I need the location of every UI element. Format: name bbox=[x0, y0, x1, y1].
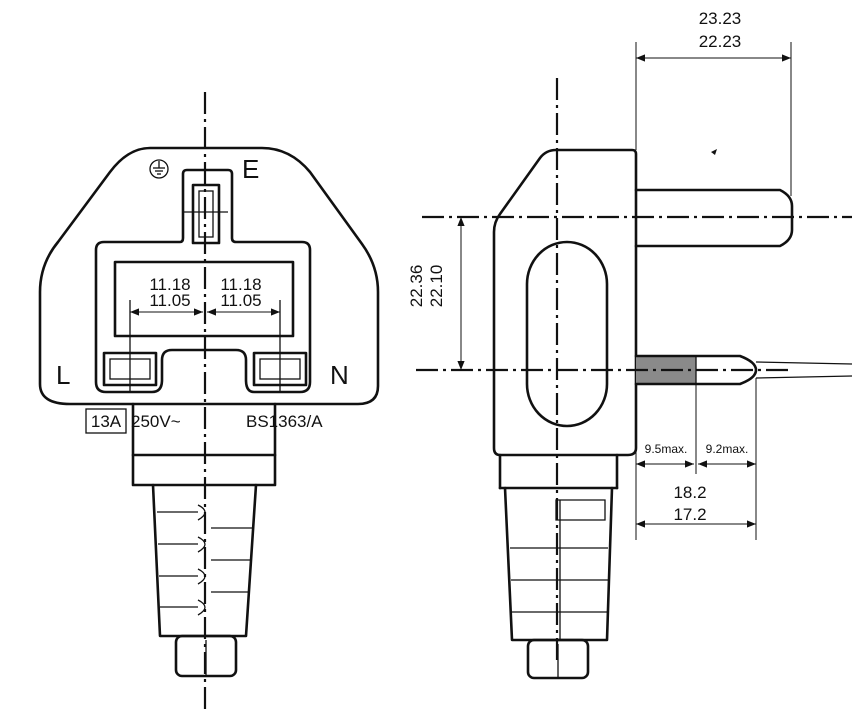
front-inner-recess bbox=[94, 168, 312, 394]
neutral-label: N bbox=[330, 360, 349, 390]
dim-left-max: 11.18 bbox=[149, 275, 190, 294]
side-cord-grip bbox=[503, 486, 614, 642]
dim-right-max: 11.18 bbox=[220, 275, 261, 294]
insulation-length: 9.5max. bbox=[645, 442, 688, 456]
side-live-pin bbox=[634, 354, 758, 386]
dim-left-min: 11.05 bbox=[149, 291, 190, 310]
side-view: 23.23 22.23 22.36 22.10 9.5max. 9.2max. … bbox=[407, 9, 853, 680]
pin-length-max: 23.23 bbox=[699, 9, 742, 28]
front-view: 11.18 11.05 11.18 11.05 E L N 13A 250V~ … bbox=[38, 92, 380, 712]
earth-label: E bbox=[242, 154, 259, 184]
standard-label: BS1363/A bbox=[246, 412, 323, 431]
front-plug-body bbox=[38, 146, 380, 406]
line-label: L bbox=[56, 360, 70, 390]
short-pin-max: 18.2 bbox=[673, 483, 706, 502]
pin-spacing-max: 22.36 bbox=[407, 265, 426, 308]
tip-length: 9.2max. bbox=[706, 442, 749, 456]
current-rating-box bbox=[85, 408, 127, 434]
voltage-rating: 250V~ bbox=[131, 412, 181, 431]
side-grip-oval bbox=[525, 240, 609, 428]
pin-length-min: 22.23 bbox=[699, 32, 742, 51]
earth-ground-icon bbox=[149, 159, 169, 179]
dim-right-min: 11.05 bbox=[220, 291, 261, 310]
current-rating: 13A bbox=[91, 412, 122, 431]
pin-spacing-min: 22.10 bbox=[427, 265, 446, 308]
short-pin-min: 17.2 bbox=[673, 505, 706, 524]
side-plug-body bbox=[492, 148, 638, 457]
